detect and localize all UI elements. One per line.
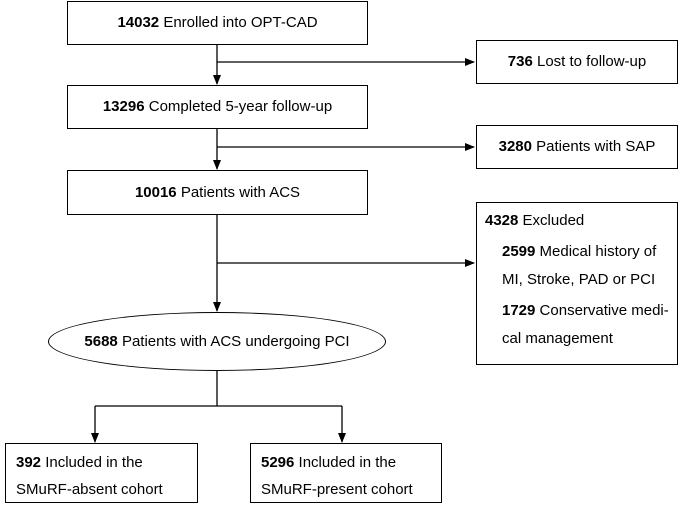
acs-label: Patients with ACS — [180, 183, 301, 201]
acs-box: 10016 Patients with ACS — [67, 170, 368, 215]
excluded-item-conservative-line1: 1729 Conservative medi- — [502, 302, 669, 319]
excluded-title: 4328 Excluded — [485, 211, 584, 231]
enrolled-box: 14032 Enrolled into OPT-CAD — [67, 1, 368, 45]
smurf-present-box: 5296 Included in the SMuRF-present cohor… — [250, 443, 442, 503]
smurf-absent-box: 392 Included in the SMuRF-absent cohort — [5, 443, 198, 503]
pci-ellipse: 5688 Patients with ACS undergoing PCI — [48, 312, 386, 371]
absent-line1: 392 Included in the — [16, 454, 143, 471]
excluded-item-history-line2: MI, Stroke, PAD or PCI — [502, 271, 656, 288]
sap-label: Patients with SAP — [536, 138, 656, 155]
present-count: 5296 — [261, 454, 295, 471]
lost-label: Lost to follow-up — [536, 53, 647, 70]
excluded-item-conservative-line2: cal management — [502, 330, 613, 347]
present-line2: SMuRF-present cohort — [261, 481, 413, 498]
present-line1: 5296 Included in the — [261, 454, 397, 471]
excluded-box: 4328 Excluded 2599 Medical history of MI… — [476, 202, 678, 365]
enrolled-label: Enrolled into OPT-CAD — [163, 14, 318, 31]
completed-box: 13296 Completed 5-year follow-up — [67, 85, 368, 129]
sap-count: 3280 — [498, 138, 532, 155]
excluded-label: Excluded — [522, 212, 585, 229]
history-count: 2599 — [502, 243, 536, 260]
lost-count: 736 — [507, 53, 533, 70]
acs-count: 10016 — [134, 183, 177, 201]
completed-label: Completed 5-year follow-up — [148, 98, 333, 115]
excluded-count: 4328 — [485, 212, 519, 229]
absent-line2: SMuRF-absent cohort — [16, 481, 163, 498]
excluded-item-history-line1: 2599 Medical history of — [502, 243, 657, 260]
sap-box: 3280 Patients with SAP — [476, 125, 678, 169]
absent-count: 392 — [16, 454, 42, 471]
enrolled-count: 14032 — [117, 14, 160, 31]
conservative-count: 1729 — [502, 302, 536, 319]
lost-box: 736 Lost to follow-up — [476, 40, 678, 84]
pci-label: Patients with ACS undergoing PCI — [121, 333, 350, 350]
pci-count: 5688 — [84, 333, 118, 350]
completed-count: 13296 — [102, 98, 145, 115]
